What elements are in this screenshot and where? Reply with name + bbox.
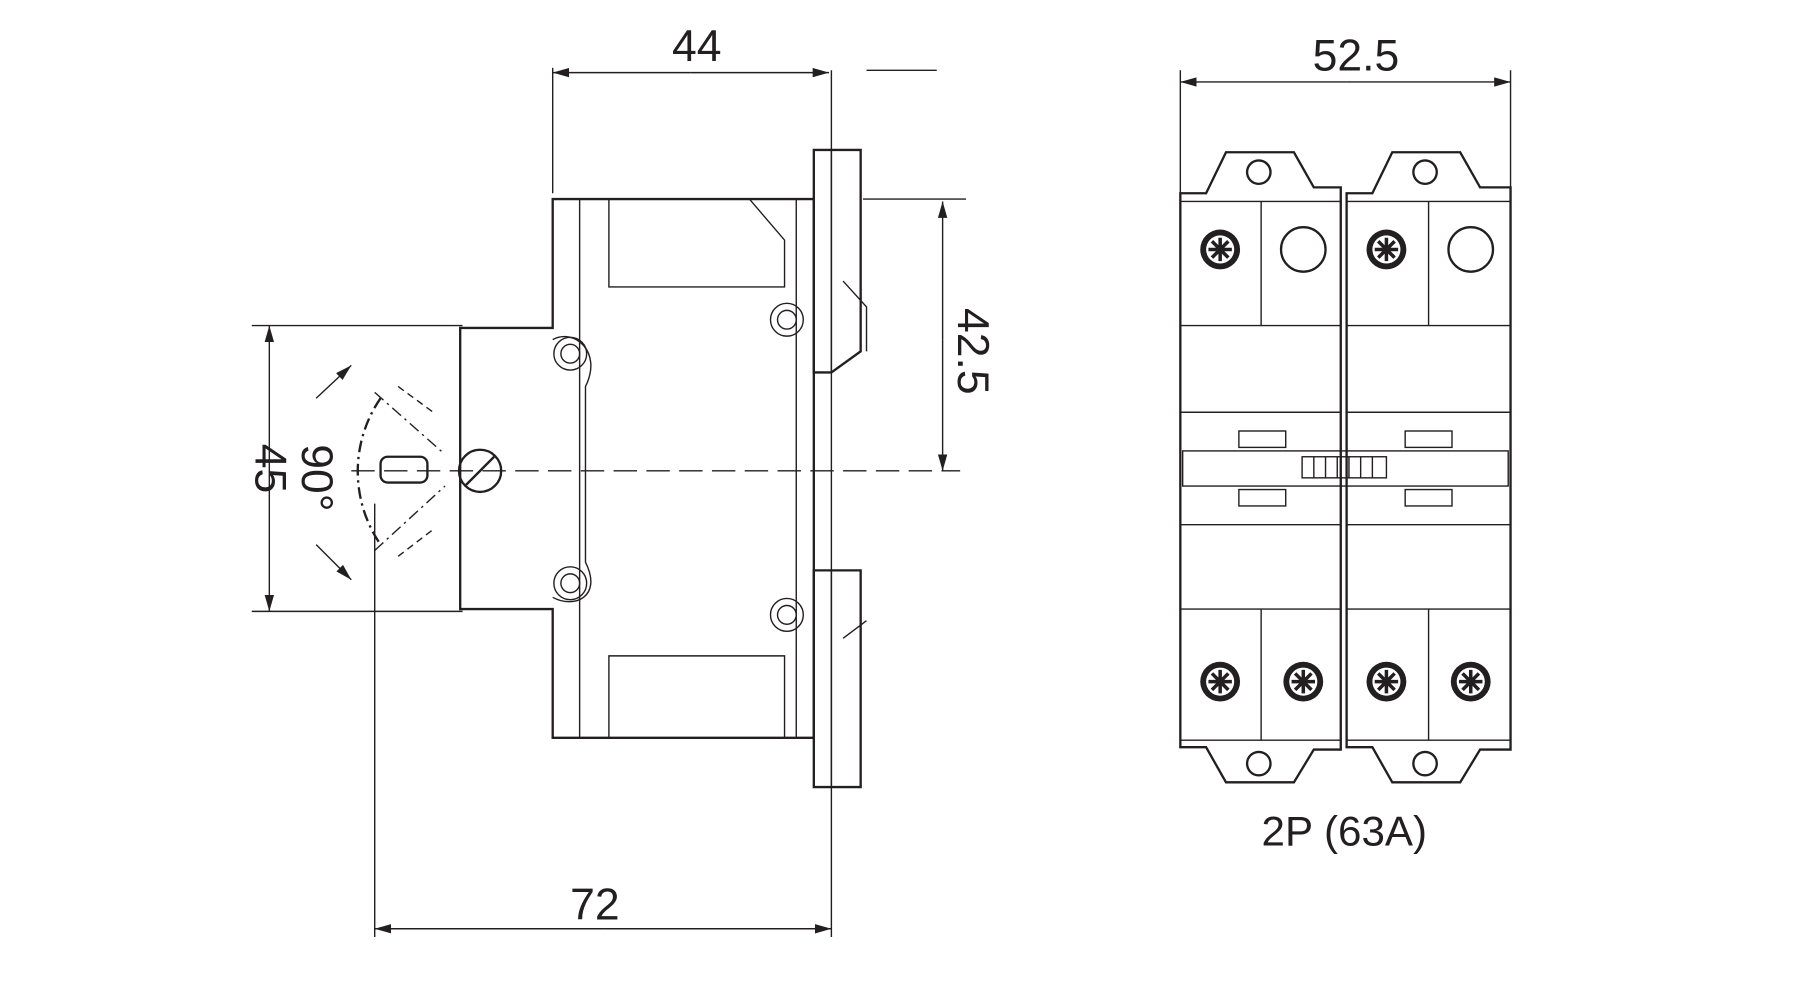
front-view: 52.5 2P (63A) <box>1179 31 1512 855</box>
dim-height-rail: 42.5 <box>948 308 997 395</box>
pole-2 <box>1345 151 1512 784</box>
dim-depth-bottom: 72 <box>570 880 619 929</box>
dim-height-front: 45 <box>245 444 294 494</box>
pole-1 <box>1179 151 1342 784</box>
side-view: 44 72 45 42.5 90° <box>245 22 997 937</box>
dim-width: 52.5 <box>1313 31 1400 80</box>
dim-depth-top: 44 <box>672 22 721 71</box>
dim-angle: 90° <box>292 444 341 511</box>
caption: 2P (63A) <box>1262 808 1428 855</box>
